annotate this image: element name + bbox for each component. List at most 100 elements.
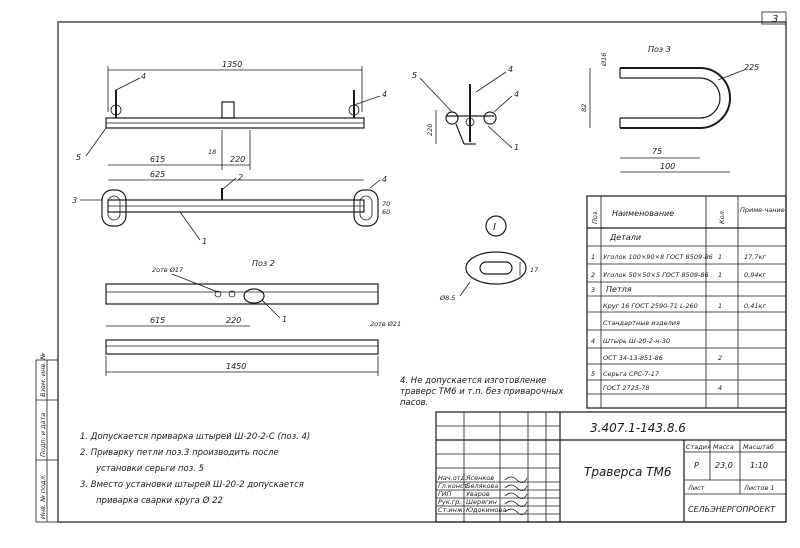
pos3-title: Поз 3	[648, 45, 671, 54]
stamp-sign-date: Подп. и дата	[39, 413, 47, 457]
pos2-dim-220: 220	[226, 316, 241, 325]
side-leader-1: 1	[514, 143, 519, 152]
side-leader-5: 5	[412, 71, 417, 80]
spec-row-pos: 1	[591, 253, 595, 261]
spec-row-name: Петля	[606, 285, 632, 294]
spec-row-pos: 2	[591, 271, 595, 279]
spec-row-qty: 4	[718, 384, 722, 392]
side-dim-220: 220	[426, 124, 434, 136]
plan-dim-60: 60	[382, 208, 390, 216]
pos3-dim-d16: Ø16	[600, 53, 608, 67]
pos3-dim-100: 100	[660, 162, 675, 171]
section-view: I 17 Ø8.5	[439, 215, 539, 302]
spec-row-name: Серьга СРС-7-17	[603, 370, 660, 378]
dim-220: 220	[230, 155, 245, 164]
role: ГИП	[438, 490, 451, 498]
spec-row-name: ГОСТ 2725-78	[603, 384, 649, 392]
plan-leader-2: 2	[238, 173, 243, 182]
right-note: 4. Не допускается изготовление траверс Т…	[400, 376, 564, 408]
drawing-code: 3.407.1-143.8.6	[590, 421, 686, 435]
side-leader-4b: 4	[514, 90, 519, 99]
sheets-label: Листов 1	[743, 484, 774, 492]
spec-table: Поз. Наименование Кол. Приме-чание Детал…	[586, 195, 787, 409]
pos2-holes-21: 2отв Ø21	[370, 320, 401, 328]
pos2-dim-615: 615	[150, 316, 165, 325]
spec-header-note: Приме-чание	[740, 206, 785, 214]
side-leader-4a: 4	[508, 65, 513, 74]
person: Юдокимова	[466, 506, 506, 514]
pos3-view: Поз 3 82 Ø16 225 75 100	[580, 45, 759, 173]
sheet-number-box	[761, 11, 787, 25]
signature	[504, 476, 528, 483]
pos2-holes-17: 2отв Ø17	[152, 266, 184, 274]
note-2: 2. Приварку петли поз.3 производить посл…	[80, 448, 279, 458]
mass-value: 23,0	[715, 461, 733, 470]
person: Белякова	[466, 482, 498, 490]
front-leader-4b: 4	[382, 90, 387, 99]
front-view: 1350 4 4 5 615 220 18	[76, 60, 387, 170]
spec-header-pos: Поз.	[591, 210, 599, 224]
spec-row-pos: 4	[591, 337, 595, 345]
sheet-number: 3	[772, 14, 778, 25]
pos2-title: Поз 2	[252, 259, 275, 268]
note-3-cont: приварка сварки круга Ø 22	[96, 496, 223, 506]
sheet-label: Лист	[687, 484, 705, 492]
signature	[504, 492, 528, 499]
pos3-dim-225: 225	[744, 63, 759, 72]
spec-header-name: Наименование	[612, 209, 674, 218]
role: Рук.гр.	[438, 498, 461, 506]
pos3-dim-75: 75	[652, 147, 662, 156]
pos3-dim-82: 82	[580, 104, 588, 112]
stage-value: Р	[694, 461, 699, 470]
dim-625: 625	[150, 170, 165, 179]
role: Ст.инж.	[438, 506, 465, 514]
spec-row-pos: 3	[591, 286, 595, 294]
note-3: 3. Вместо установки штырей Ш-20-2 допуск…	[80, 480, 304, 490]
spec-row-name: Детали	[609, 233, 641, 242]
dim-615: 615	[150, 155, 165, 164]
note-2-cont: установки серьги поз. 5	[96, 464, 205, 474]
spec-header-qty: Кол.	[718, 209, 726, 224]
person: Шерягин	[466, 498, 497, 506]
mass-label: Масса	[713, 443, 734, 451]
section-dim-8-5: Ø8.5	[439, 294, 455, 302]
spec-row-note: 0,94кг	[744, 271, 766, 279]
front-leader-4: 4	[141, 72, 146, 81]
pos2-view: Поз 2 2отв Ø17 1 615 220 2отв Ø21 1450	[105, 259, 401, 376]
signature	[504, 500, 528, 507]
role: Гл.конст.	[438, 482, 469, 490]
spec-row-qty: 1	[718, 271, 722, 279]
plan-leader-4: 4	[382, 175, 387, 184]
spec-row-name: Круг 16 ГОСТ 2590-71 L-260	[603, 302, 698, 310]
stamp-inventory: Инв. № подл.	[39, 474, 47, 519]
side-stamp: Взам. инв. № Подп. и дата Инв. № подл.	[35, 353, 59, 523]
spec-row-pos: 5	[591, 370, 595, 378]
spec-row-qty: 1	[718, 302, 722, 310]
spec-row-name: Штырь Ш-20-2-н-30	[603, 337, 670, 345]
spec-row-qty: 1	[718, 253, 722, 261]
spec-row-note: 0,41кг	[744, 302, 766, 310]
spec-row-name: Уголок 100×90×8 ГОСТ 8509-86	[603, 253, 713, 261]
role: Нач.отд.	[438, 474, 467, 482]
stamp-replace: Взам. инв. №	[39, 353, 47, 397]
spec-row-name: Уголок 50×50×5 ГОСТ 8509-86	[603, 271, 709, 279]
dim-18: 18	[208, 148, 216, 156]
side-view: 5 4 4 1 220	[412, 65, 519, 152]
pos2-dim-1450: 1450	[226, 362, 246, 371]
person: Уваров	[466, 490, 490, 498]
section-dim-17: 17	[530, 266, 539, 274]
front-leader-5: 5	[76, 153, 81, 162]
spec-row-name: ОСТ 34-13-851-86	[603, 354, 663, 362]
plan-view: 625 2 3 1 4 70 60	[72, 170, 390, 246]
scale-value: 1:10	[750, 461, 768, 470]
dim-1350: 1350	[222, 60, 242, 69]
note-1: 1. Допускается приварка штырей Ш-20-2-С …	[80, 432, 311, 442]
drawing-name: Траверса ТМ6	[584, 465, 672, 479]
signature	[504, 484, 528, 491]
org-name: СЕЛЬЭНЕРГОПРОЕКТ	[688, 505, 776, 514]
pos2-section-ref: 1	[282, 315, 287, 324]
plan-leader-3: 3	[72, 196, 77, 205]
plan-leader-1: 1	[202, 237, 207, 246]
